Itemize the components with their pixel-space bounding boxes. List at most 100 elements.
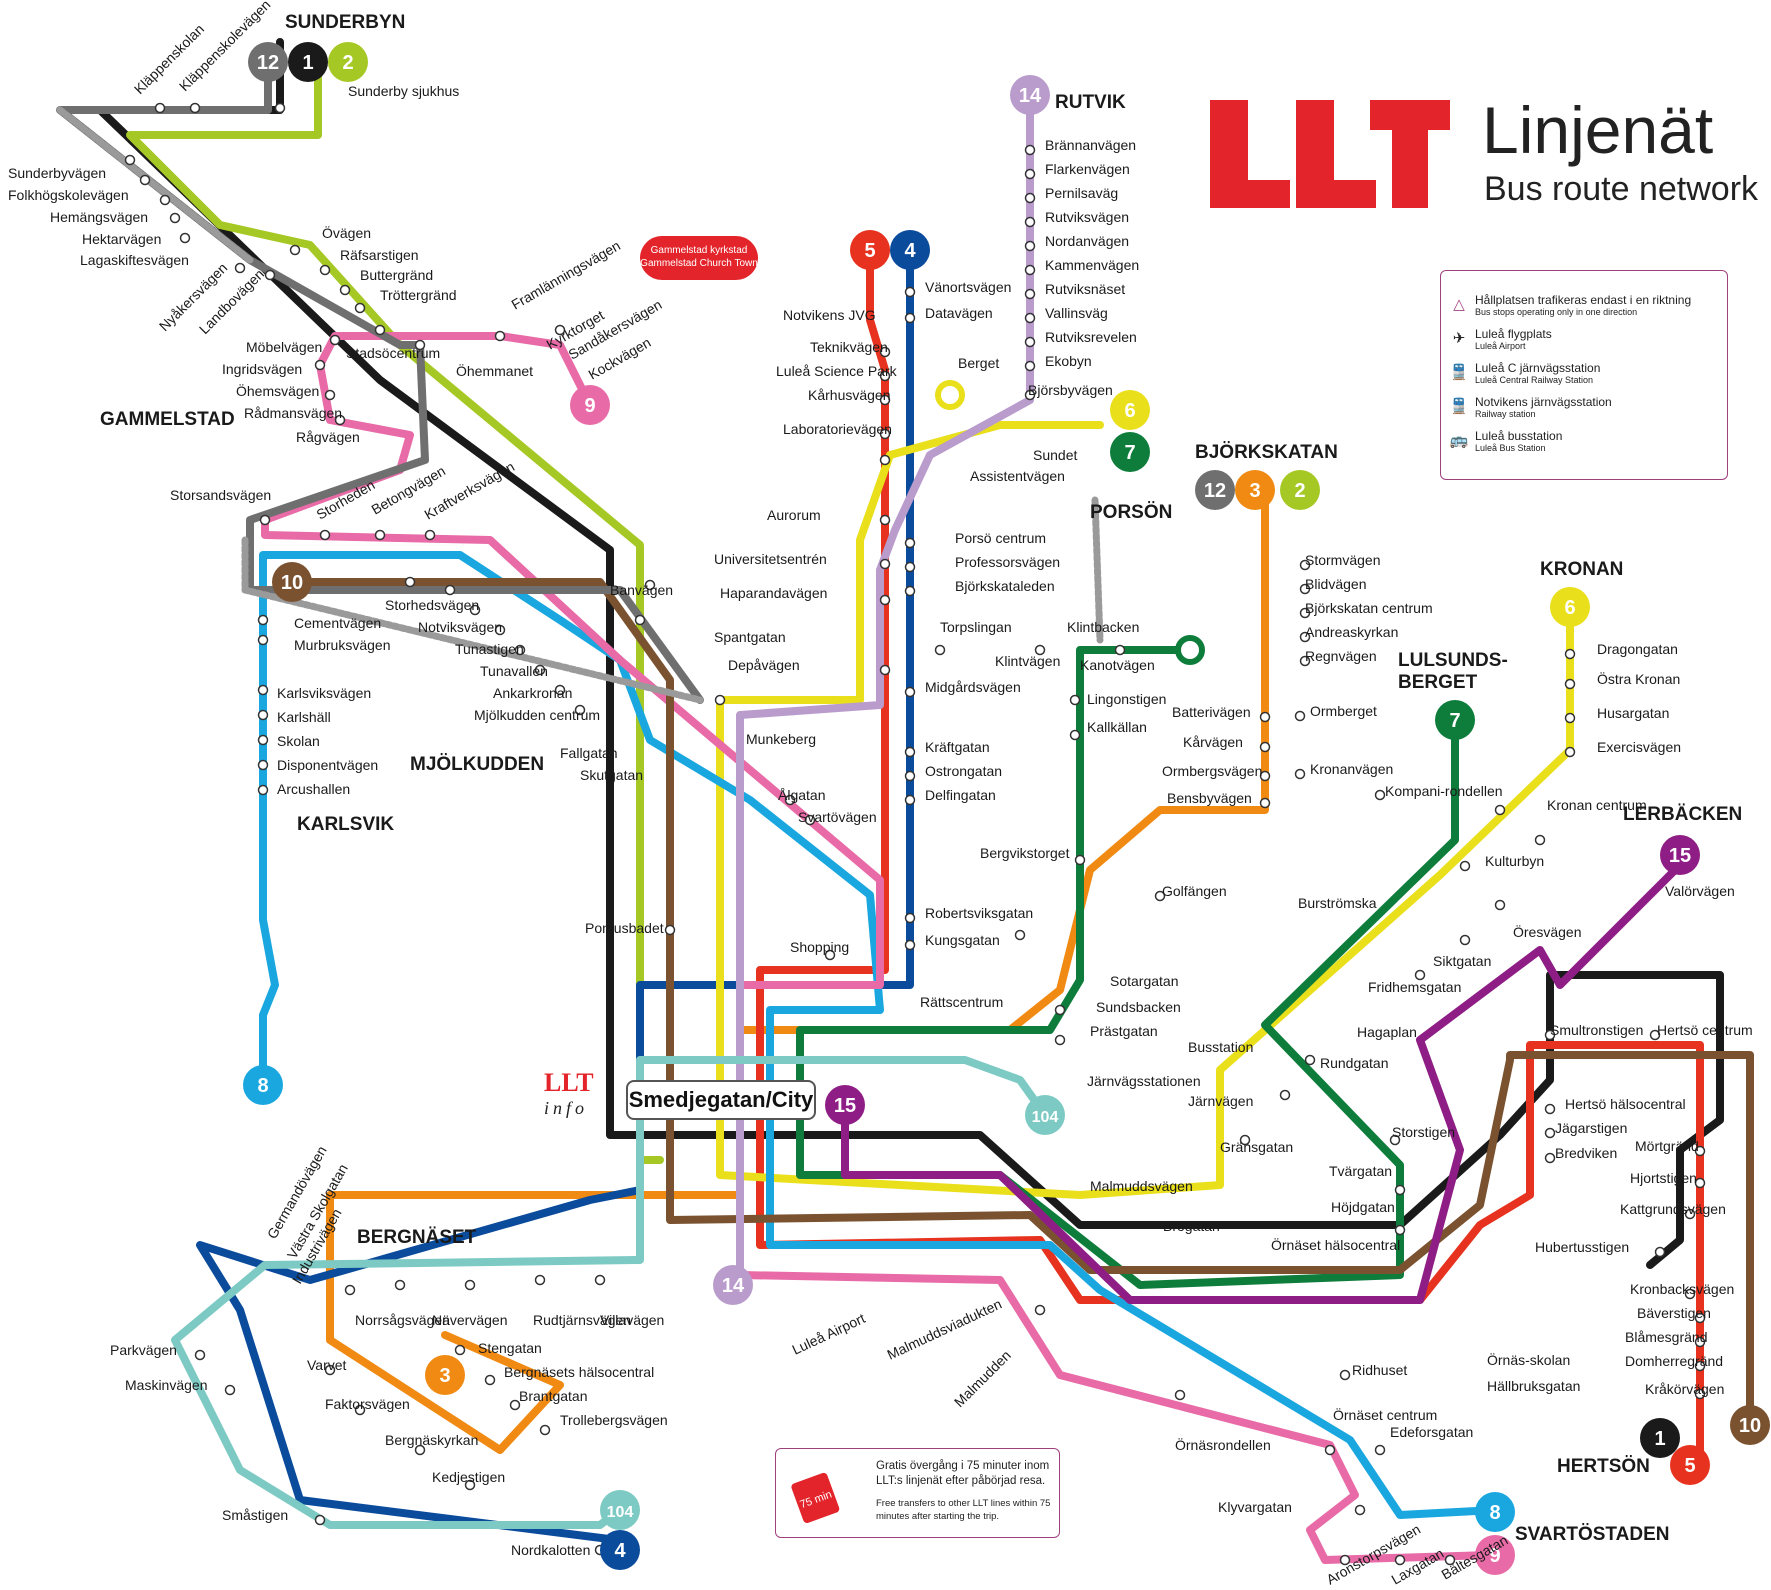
stop-dot[interactable] [904, 537, 916, 549]
stop-dot[interactable] [509, 1399, 521, 1411]
stop-dot[interactable] [1024, 144, 1036, 156]
stop-dot[interactable] [904, 912, 916, 924]
stop-dot[interactable] [1374, 1444, 1386, 1456]
line-badge-2[interactable] [328, 42, 368, 82]
stop-dot[interactable] [1494, 899, 1506, 911]
stop-dot[interactable] [1394, 1184, 1406, 1196]
line-badge-104[interactable] [1025, 1095, 1065, 1135]
stop-dot[interactable] [1024, 264, 1036, 276]
stop-dot[interactable] [484, 1374, 496, 1386]
stop-dot[interactable] [1684, 1288, 1696, 1300]
stop-dot[interactable] [289, 244, 301, 256]
stop-dot[interactable] [344, 1284, 356, 1296]
stop-dot[interactable] [494, 624, 506, 636]
stop-dot[interactable] [154, 102, 166, 114]
stop-dot[interactable] [264, 269, 276, 281]
stop-dot[interactable] [1299, 583, 1311, 595]
stop-dot[interactable] [1294, 710, 1306, 722]
stop-dot[interactable] [1069, 729, 1081, 741]
stop-dot[interactable] [904, 746, 916, 758]
stop-dot[interactable] [514, 644, 526, 656]
stop-dot[interactable] [904, 312, 916, 324]
stop-dot[interactable] [464, 1479, 476, 1491]
line-badge-8[interactable] [243, 1065, 283, 1105]
stop-dot[interactable] [257, 684, 269, 696]
stop-dot[interactable] [1259, 770, 1271, 782]
stop-dot[interactable] [1034, 644, 1046, 656]
stop-dot[interactable] [1694, 1312, 1706, 1324]
stop-dot[interactable] [354, 1404, 366, 1416]
stop-dot[interactable] [594, 1274, 606, 1286]
stop-dot[interactable] [1114, 644, 1126, 656]
stop-dot[interactable] [354, 302, 366, 314]
stop-dot[interactable] [904, 286, 916, 298]
stop-dot[interactable] [784, 794, 796, 806]
stop-dot[interactable] [124, 154, 136, 166]
stop-dot[interactable] [554, 324, 566, 336]
stop-dot[interactable] [257, 759, 269, 771]
stop-dot[interactable] [194, 1349, 206, 1361]
stop-dot[interactable] [189, 102, 201, 114]
stop-dot[interactable] [1174, 1389, 1186, 1401]
city-hub-label[interactable]: Smedjegatan/City [626, 1080, 816, 1120]
line-badge-15[interactable] [825, 1085, 865, 1125]
stop-dot[interactable] [1564, 746, 1576, 758]
stop-dot[interactable] [257, 709, 269, 721]
stop-dot[interactable] [1544, 1103, 1556, 1115]
stop-dot[interactable] [1259, 741, 1271, 753]
stop-dot[interactable] [1684, 1208, 1696, 1220]
stop-dot[interactable] [1694, 1360, 1706, 1372]
stop-dot[interactable] [554, 684, 566, 696]
line-badge-9[interactable] [570, 385, 610, 425]
stop-dot[interactable] [1074, 854, 1086, 866]
stop-dot[interactable] [1054, 1004, 1066, 1016]
stop-dot[interactable] [1299, 631, 1311, 643]
line-badge-10[interactable] [1730, 1405, 1770, 1445]
stop-dot[interactable] [1414, 969, 1426, 981]
stop-dot[interactable] [1024, 389, 1036, 401]
stop-dot[interactable] [339, 284, 351, 296]
stop-dot[interactable] [444, 584, 456, 596]
stop-dot[interactable] [494, 330, 506, 342]
stop-dot[interactable] [1354, 1504, 1366, 1516]
line-badge-6[interactable] [1550, 587, 1590, 627]
stop-dot[interactable] [1239, 1134, 1251, 1146]
stop-dot[interactable] [1024, 360, 1036, 372]
stop-dot[interactable] [1024, 240, 1036, 252]
stop-dot[interactable] [714, 694, 726, 706]
stop-dot[interactable] [1564, 648, 1576, 660]
line-badge-5[interactable] [850, 230, 890, 270]
stop-dot[interactable] [1024, 288, 1036, 300]
stop-dot[interactable] [804, 814, 816, 826]
stop-dot[interactable] [257, 634, 269, 646]
stop-dot[interactable] [904, 770, 916, 782]
stop-dot[interactable] [904, 939, 916, 951]
stop-dot[interactable] [879, 454, 891, 466]
stop-dot[interactable] [1694, 1388, 1706, 1400]
stop-dot[interactable] [1544, 1152, 1556, 1164]
stop-dot[interactable] [824, 949, 836, 961]
stop-dot[interactable] [1694, 1145, 1706, 1157]
stop-dot[interactable] [324, 389, 336, 401]
stop-dot[interactable] [1444, 1554, 1456, 1566]
stop-dot[interactable] [1534, 834, 1546, 846]
stop-dot[interactable] [324, 1364, 336, 1376]
stop-dot[interactable] [159, 194, 171, 206]
line-badge-10[interactable] [272, 562, 312, 602]
line-badge-1[interactable] [1640, 1418, 1680, 1458]
line-badge-12[interactable] [248, 42, 288, 82]
stop-dot[interactable] [539, 1424, 551, 1436]
stop-dot[interactable] [314, 359, 326, 371]
line-badge-14[interactable] [1010, 75, 1050, 115]
line-badge-7[interactable] [1435, 700, 1475, 740]
stop-dot[interactable] [319, 264, 331, 276]
stop-dot[interactable] [879, 346, 891, 358]
stop-dot[interactable] [169, 212, 181, 224]
stop-dot[interactable] [1054, 1034, 1066, 1046]
stop-dot[interactable] [1459, 860, 1471, 872]
line-badge-12[interactable] [1195, 470, 1235, 510]
stop-dot[interactable] [374, 324, 386, 336]
line-badge-15[interactable] [1660, 835, 1700, 875]
line-badge-5[interactable] [1670, 1445, 1710, 1485]
stop-dot[interactable] [234, 262, 246, 274]
